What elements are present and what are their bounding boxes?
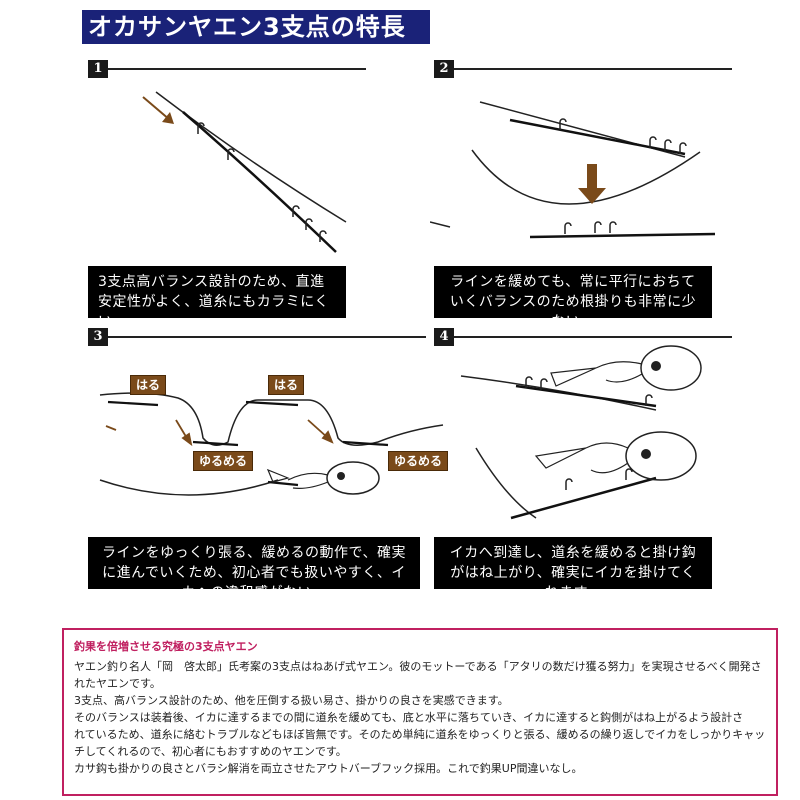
squid-icon <box>585 431 697 481</box>
tag-haru-2: はる <box>268 375 305 395</box>
step-1-header: 1 <box>88 60 366 78</box>
page-title: オカサンヤエン3支点の特長 <box>82 10 430 44</box>
step-2-illustration <box>430 101 716 239</box>
step-1-number: 1 <box>88 60 108 78</box>
step-4-rule <box>454 336 732 338</box>
tag-yurumeru-2: ゆるめる <box>388 451 449 471</box>
info-line: ヤエン釣り名人「岡 啓太郎」氏考案の3支点はねあげ式ヤエン。彼のモットーである「… <box>74 660 762 673</box>
step-4-number: 4 <box>434 328 454 346</box>
step-1-illustration <box>142 91 347 253</box>
squid-icon <box>266 461 380 495</box>
info-line: 3支点、高バランス設計のため、他を圧倒する扱い易さ、掛かりの良さを実感できます。 <box>74 694 509 707</box>
step-1-caption: 3支点高バランス設計のため、直進安定性がよく、道糸にもカラミにくい。 <box>88 266 346 330</box>
step-3-number: 3 <box>88 328 108 346</box>
step-4-caption: イカへ到達し、道糸を緩めると掛け鈎がはね上がり、確実にイカを掛けてくれます。 <box>434 537 712 601</box>
info-box: 釣果を倍増させる究極の3支点ヤエン ヤエン釣り名人「岡 啓太郎」氏考案の3支点は… <box>62 628 778 796</box>
step-1-rule <box>108 68 366 70</box>
step-3-caption: ラインをゆっくり張る、緩めるの動作で、確実に進んでいくため、初心者でも扱いやすく… <box>88 537 420 601</box>
info-line: チしてくれるので、初心者にもおすすめのヤエンです。 <box>74 745 347 758</box>
info-line: れているため、道糸に絡むトラブルなどもほぼ皆無です。そのため単純に道糸をゆっくり… <box>74 728 766 741</box>
step-2-caption: ラインを緩めても、常に平行におちていくバランスのため根掛りも非常に少ない。 <box>434 266 712 330</box>
info-line: カサ鈎も掛かりの良さとバラシ解消を両立させたアウトバーブフック採用。これで釣果U… <box>74 762 583 775</box>
step-3-rule <box>108 336 426 338</box>
step-3-header: 3 <box>88 328 426 346</box>
step-4-header: 4 <box>434 328 732 346</box>
step-4-illustration <box>460 345 702 520</box>
info-line: れたヤエンです。 <box>74 677 161 690</box>
tag-haru-1: はる <box>130 375 167 395</box>
info-line: そのバランスは装着後、イカに達するまでの間に道糸を緩めても、底と水平に落ちていき… <box>74 711 744 724</box>
step-2-number: 2 <box>434 60 454 78</box>
squid-icon <box>595 345 702 391</box>
step-2-header: 2 <box>434 60 732 78</box>
step-3-illustration <box>99 392 444 496</box>
info-heading: 釣果を倍増させる究極の3支点ヤエン <box>74 640 258 653</box>
step-2-rule <box>454 68 732 70</box>
tag-yurumeru-1: ゆるめる <box>193 451 254 471</box>
